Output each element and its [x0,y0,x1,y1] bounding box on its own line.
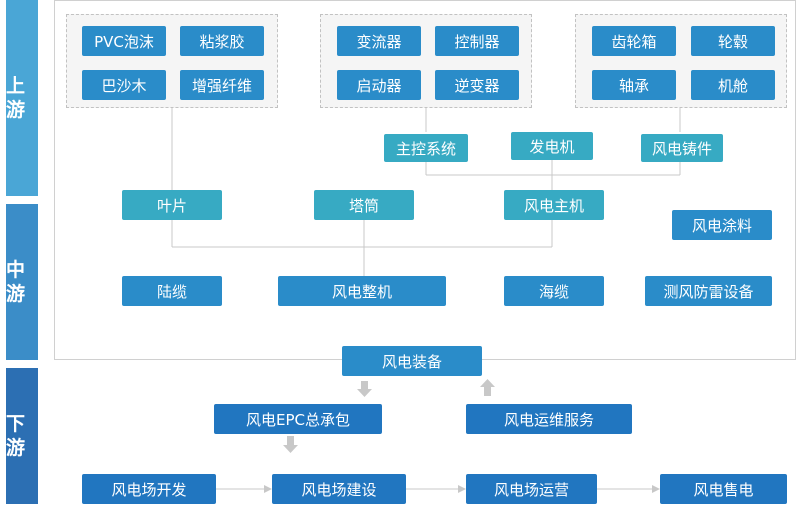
product-complete-turbine: 风电整机 [278,276,446,306]
component-tower: 塔筒 [314,190,414,220]
product-sea-cable: 海缆 [504,276,604,306]
stage-downstream-text: 下游 [6,413,26,459]
part-starter: 启动器 [337,70,421,100]
material-pvc-foam: PVC泡沫 [82,26,166,56]
stage-upstream-label: 上游 [6,0,38,196]
part-hub: 轮毂 [691,26,775,56]
component-blade: 叶片 [122,190,222,220]
product-land-cable: 陆缆 [122,276,222,306]
downstream-epc: 风电EPC总承包 [214,404,382,434]
subsystem-generator: 发电机 [511,132,593,160]
part-controller: 控制器 [435,26,519,56]
material-reinforced-fiber: 增强纤维 [180,70,264,100]
material-adhesive: 粘浆胶 [180,26,264,56]
component-main-unit: 风电主机 [504,190,604,220]
downstream-om-service: 风电运维服务 [466,404,632,434]
subsystem-castings: 风电铸件 [641,134,723,162]
coating-box: 风电涂料 [672,210,772,240]
part-bearing: 轴承 [592,70,676,100]
product-lightning-protection: 测风防雷设备 [645,276,772,306]
chain-power-sales: 风电售电 [660,474,787,504]
stage-downstream-label: 下游 [6,368,38,504]
stage-upstream-text: 上游 [6,75,26,121]
material-balsa-wood: 巴沙木 [82,70,166,100]
part-inverter: 逆变器 [435,70,519,100]
downstream-equipment: 风电装备 [342,346,482,376]
chain-farm-operation: 风电场运营 [466,474,597,504]
stage-midstream-text: 中游 [6,259,26,305]
subsystem-main-control: 主控系统 [384,134,468,162]
chain-farm-development: 风电场开发 [82,474,216,504]
part-gearbox: 齿轮箱 [592,26,676,56]
stage-midstream-label: 中游 [6,204,38,360]
part-converter: 变流器 [337,26,421,56]
part-nacelle: 机舱 [691,70,775,100]
chain-farm-construction: 风电场建设 [272,474,406,504]
